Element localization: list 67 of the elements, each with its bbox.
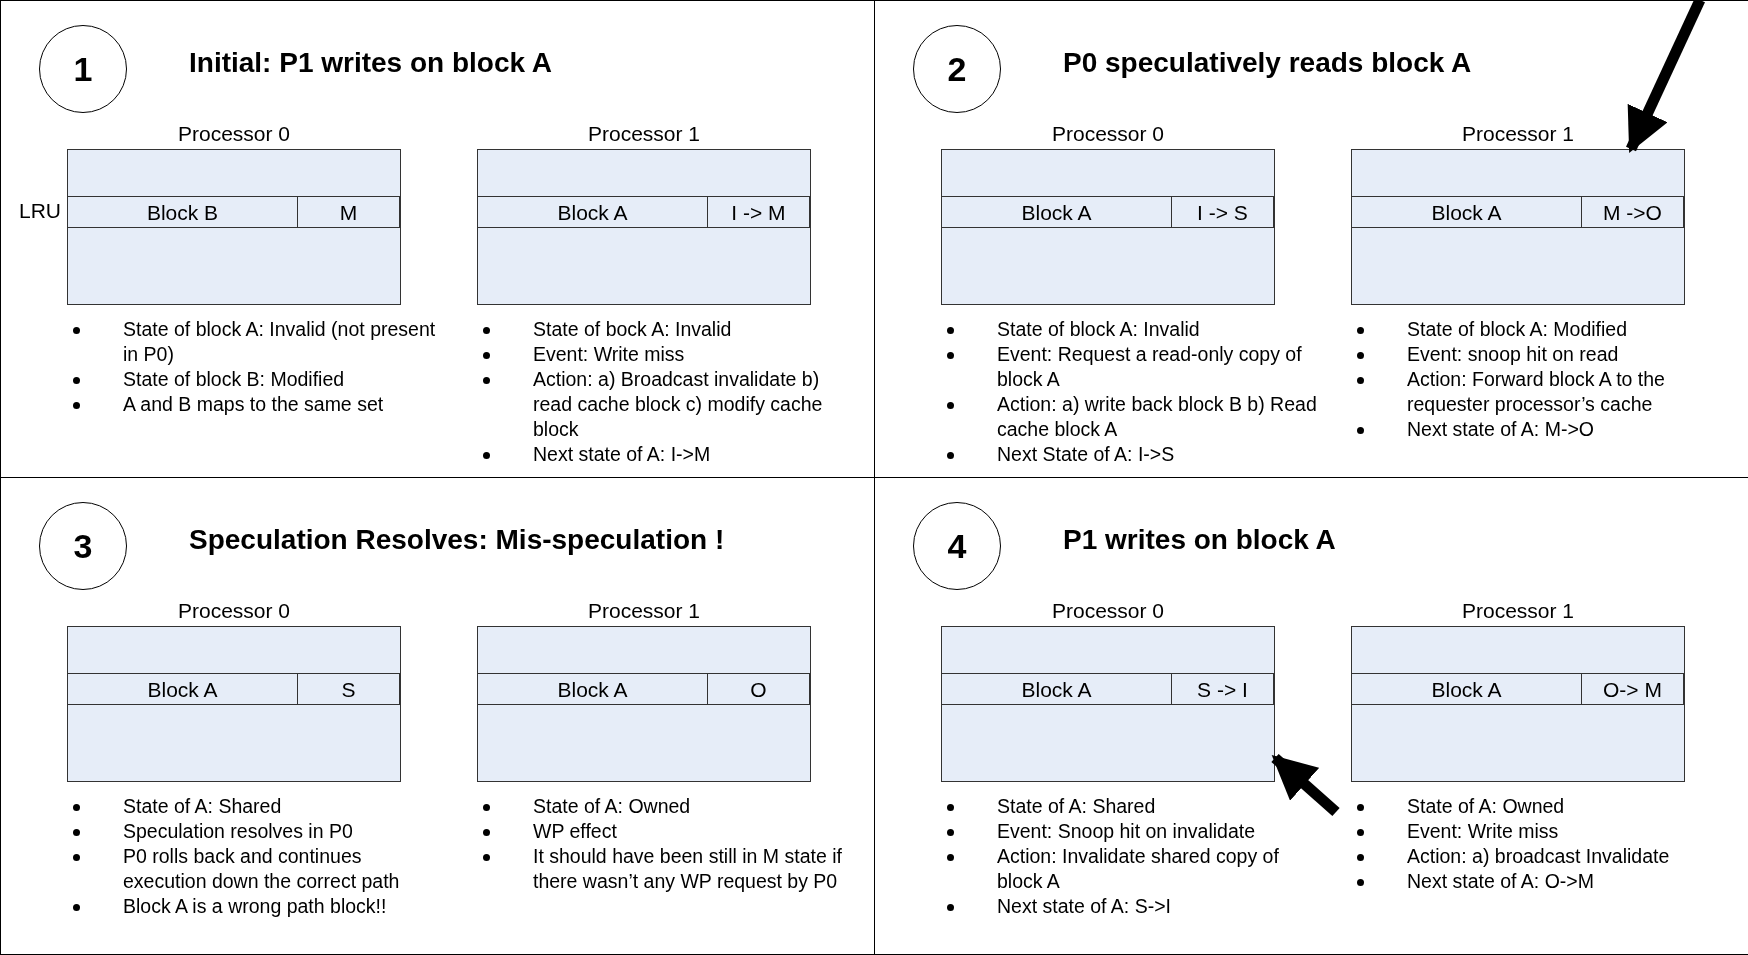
bullet-text: Event: Write miss <box>533 342 685 365</box>
bullet-text: Event: Snoop hit on invalidate <box>997 819 1255 842</box>
bullet-text: State of block B: Modified <box>123 367 345 390</box>
cache-line-cell: Block A <box>477 196 708 228</box>
processor-label: Processor 0 <box>176 598 291 624</box>
bullet-text: It should have been still in M state if there wasn’t any WP request by P0 <box>533 844 842 892</box>
bullet-text: Event: Request a read-only copy of block A <box>997 342 1302 390</box>
row-label: LRU <box>19 199 61 223</box>
bullet-text: Action: Forward block A to the requester processor’s cache <box>1407 367 1665 415</box>
panel-frame <box>0 477 875 955</box>
bullet-text: State of A: Owned <box>533 795 691 817</box>
bullet-text: State of block A: Modified <box>1407 318 1628 340</box>
state-cell: M ->O <box>1581 196 1684 228</box>
cache-line-cell: Block A <box>941 673 1172 705</box>
bullet-text: Event: Write miss <box>1407 819 1559 842</box>
step-number-circle: 3 <box>39 502 127 590</box>
bullet-text: State of A: Owned <box>1407 795 1565 817</box>
processor-label: Processor 1 <box>586 121 701 147</box>
bullet-text: Action: a) broadcast Invalidate <box>1407 844 1670 867</box>
step-number-circle: 1 <box>39 25 127 113</box>
bullet-text: State of A: Shared <box>997 795 1156 817</box>
processor-label: Processor 1 <box>1460 598 1575 624</box>
state-cell: I -> S <box>1171 196 1274 228</box>
bullet-text: State of A: Shared <box>123 795 282 817</box>
bullet-text: Action: a) write back block B b) Read cache block A <box>997 392 1317 440</box>
panel-title: Speculation Resolves: Mis-speculation ! <box>189 524 725 556</box>
processor-label: Processor 1 <box>1460 121 1575 147</box>
bullet-text: WP effect <box>533 819 617 842</box>
state-cell: I -> M <box>707 196 810 228</box>
bullet-text: State of bock A: Invalid <box>533 318 732 340</box>
state-cell: S <box>297 673 400 705</box>
processor-label: Processor 0 <box>1050 121 1165 147</box>
bullet-text: Action: Invalidate shared copy of block A <box>997 844 1279 892</box>
step-number-circle: 4 <box>913 502 1001 590</box>
cache-line-cell: Block A <box>477 673 708 705</box>
bullet-text: State of block A: Invalid <box>997 318 1200 340</box>
bullet-text: State of block A: Invalid (not present in P0) <box>123 318 436 365</box>
processor-label: Processor 0 <box>176 121 291 147</box>
arrow <box>1271 753 1340 817</box>
cache-line-cell: Block A <box>1351 196 1582 228</box>
cache-line-cell: Block A <box>1351 673 1582 705</box>
state-cell: O <box>707 673 810 705</box>
bullet-text: Speculation resolves in P0 <box>123 819 353 842</box>
processor-label: Processor 0 <box>1050 598 1165 624</box>
panel-title: Initial: P1 writes on block A <box>189 47 553 79</box>
step-number-circle: 2 <box>913 25 1001 113</box>
cache-line-cell: Block B <box>67 196 298 228</box>
state-cell: M <box>297 196 400 228</box>
panel-frame <box>0 0 875 478</box>
bullet-text: Next state of A: I->M <box>533 442 711 465</box>
state-cell: S -> I <box>1171 673 1274 705</box>
bullet-text: Next state of A: M->O <box>1407 417 1594 440</box>
bullet-text: Block A is a wrong path block!! <box>123 894 387 917</box>
bullet-text: Action: a) Broadcast invalidate b) read cache block c) modify cache block <box>533 367 823 440</box>
bullet-text: Event: snoop hit on read <box>1407 342 1619 365</box>
panel-title: P0 speculatively reads block A <box>1063 47 1472 79</box>
state-cell: O-> M <box>1581 673 1684 705</box>
bullet-text: Next state of A: S->I <box>997 894 1171 917</box>
processor-label: Processor 1 <box>586 598 701 624</box>
panel-title: P1 writes on block A <box>1063 524 1336 556</box>
bullet-text: P0 rolls back and continues execution down the correct path <box>123 844 400 892</box>
cache-line-cell: Block A <box>67 673 298 705</box>
bullet-text: Next State of A: I->S <box>997 442 1175 465</box>
bullet-text: A and B maps to the same set <box>123 392 384 415</box>
bullet-text: Next state of A: O->M <box>1407 869 1594 892</box>
cache-line-cell: Block A <box>941 196 1172 228</box>
arrow <box>1626 0 1705 153</box>
